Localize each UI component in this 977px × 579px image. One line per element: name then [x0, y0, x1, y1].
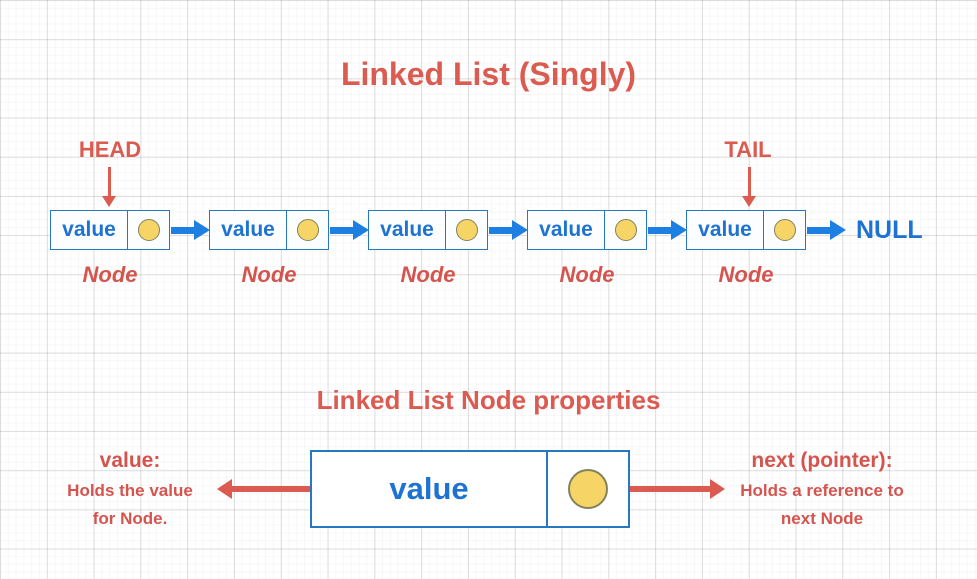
value-arrow-icon — [217, 479, 232, 499]
node-value-text: value — [698, 218, 752, 241]
next-arrow-icon — [648, 220, 687, 240]
node-value-text: value — [221, 218, 275, 241]
pointer-dot-icon — [296, 219, 319, 241]
list-node: value — [527, 210, 647, 250]
node-pointer-cell — [604, 211, 646, 249]
list-node: value — [368, 210, 488, 250]
next-arrow-icon — [489, 220, 528, 240]
node-value-cell: value — [369, 211, 445, 249]
node-value-text: value — [62, 218, 116, 241]
head-arrow-line — [108, 167, 111, 197]
node-pointer-cell — [127, 211, 169, 249]
value-annotation-line1: Holds the value — [67, 481, 193, 500]
node-caption: Node — [718, 262, 774, 287]
pointer-dot-icon — [614, 219, 637, 241]
value-annotation-line2: for Node. — [92, 509, 168, 528]
node-pointer-cell — [445, 211, 487, 249]
null-label: NULL — [856, 216, 923, 244]
tail-arrow-icon — [742, 196, 756, 207]
pointer-dot-icon — [137, 219, 160, 241]
big-node-value-cell: value — [312, 452, 546, 526]
node-value-cell: value — [51, 211, 127, 249]
list-node: value — [686, 210, 806, 250]
tail-arrow-line — [748, 167, 751, 197]
pointer-dot-icon — [455, 219, 478, 241]
node-pointer-cell — [286, 211, 328, 249]
head-arrow-icon — [102, 196, 116, 207]
list-node: value — [209, 210, 329, 250]
head-label: HEAD — [78, 137, 142, 162]
next-annotation-arrow-icon — [710, 479, 725, 499]
properties-section-title: Linked List Node properties — [316, 385, 661, 415]
node-value-cell: value — [687, 211, 763, 249]
pointer-dot-icon — [773, 219, 796, 241]
node-caption: Node — [400, 262, 456, 287]
value-arrow-line — [231, 486, 310, 492]
diagram-title: Linked List (Singly) — [340, 56, 637, 92]
node-caption: Node — [559, 262, 615, 287]
next-arrow-icon — [171, 220, 210, 240]
node-value-cell: value — [210, 211, 286, 249]
next-arrow-icon — [330, 220, 369, 240]
big-node-value-text: value — [389, 471, 469, 506]
tail-label: TAIL — [724, 137, 772, 162]
node-caption: Node — [82, 262, 138, 287]
node-value-text: value — [539, 218, 593, 241]
next-annotation-arrow-line — [630, 486, 710, 492]
node-pointer-cell — [763, 211, 805, 249]
big-pointer-dot-icon — [568, 469, 608, 509]
node-value-text: value — [380, 218, 434, 241]
big-node-pointer-cell — [546, 452, 628, 526]
node-value-cell: value — [528, 211, 604, 249]
value-annotation-heading: value: — [99, 449, 161, 472]
list-node: value — [50, 210, 170, 250]
node-properties-box: value — [310, 450, 630, 528]
node-caption: Node — [241, 262, 297, 287]
next-annotation-heading: next (pointer): — [751, 449, 893, 472]
next-annotation-line2: next Node — [780, 509, 864, 528]
next-annotation-line1: Holds a reference to — [740, 481, 904, 500]
null-arrow-icon — [807, 220, 846, 240]
